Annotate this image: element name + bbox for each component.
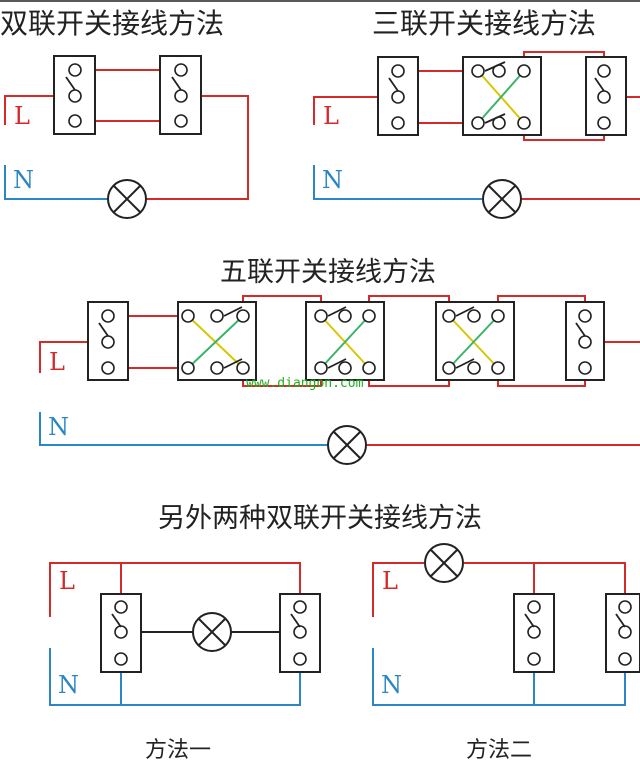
label-live: L <box>14 102 30 130</box>
switch-left <box>100 593 142 673</box>
switch-right <box>565 301 605 381</box>
label-live: L <box>59 567 75 595</box>
title-double-switch: 双联开关接线方法 <box>0 7 225 40</box>
label-neutral: N <box>322 166 343 194</box>
label-neutral: N <box>58 671 79 699</box>
lamp-icon <box>192 612 232 652</box>
switch-right <box>585 56 627 136</box>
double-switch-diagram: L N <box>4 55 249 219</box>
label-live: L <box>49 348 65 376</box>
label-live: L <box>382 567 398 595</box>
switch-intermediate-2 <box>305 301 385 381</box>
switch-left <box>87 301 129 381</box>
switch-right <box>159 55 202 135</box>
title-triple-switch: 三联开关接线方法 <box>372 7 597 40</box>
label-neutral: N <box>48 413 69 441</box>
switch-left <box>53 55 96 135</box>
title-other-methods: 另外两种双联开关接线方法 <box>158 503 482 534</box>
label-neutral: N <box>381 671 402 699</box>
label-neutral: N <box>13 166 34 194</box>
switch-left <box>377 56 419 136</box>
caption-method-1: 方法一 <box>145 738 212 763</box>
switch-right <box>279 593 321 673</box>
switch-intermediate <box>462 56 542 136</box>
method-2-diagram: L N <box>372 543 640 706</box>
switch-right <box>605 593 640 673</box>
lamp-icon <box>107 179 147 219</box>
watermark: www.diangon.com <box>246 376 364 391</box>
caption-method-2: 方法二 <box>466 738 533 763</box>
switch-intermediate-3 <box>435 301 515 381</box>
lamp-icon <box>327 425 367 465</box>
title-five-switch: 五联开关接线方法 <box>220 257 436 288</box>
five-switch-diagram: L N www.diangon.com <box>39 295 640 465</box>
switch-intermediate-1 <box>177 301 257 381</box>
method-1-diagram: L N <box>49 562 321 706</box>
lamp-icon <box>482 179 522 219</box>
triple-switch-diagram: L N <box>313 51 640 219</box>
switch-left <box>513 593 555 673</box>
label-live: L <box>323 102 339 130</box>
lamp-icon <box>424 543 464 583</box>
